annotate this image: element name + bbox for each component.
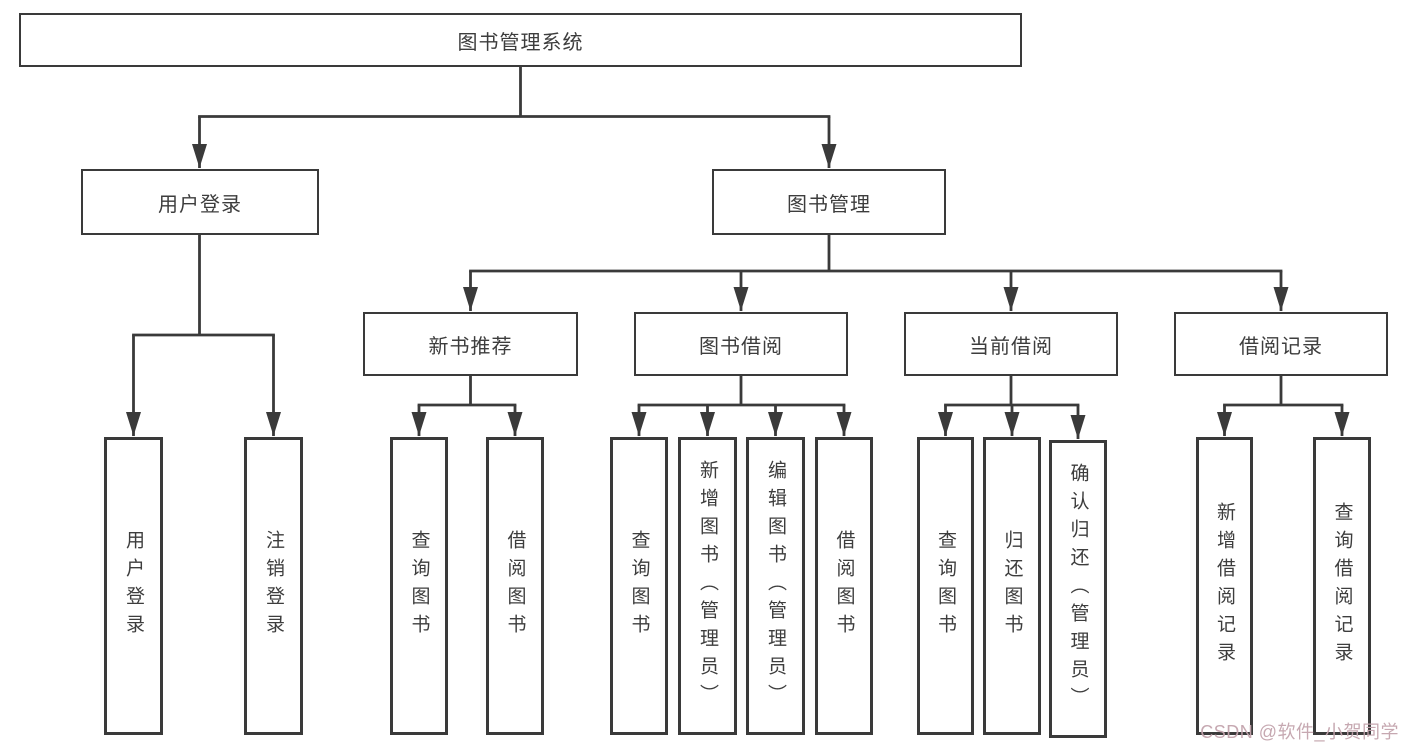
leaf-logout: 注销登录 (244, 437, 303, 735)
node-label: 用户登录 (123, 530, 144, 642)
connector-user-login-split (126, 235, 281, 436)
node-label: 图书管理系统 (457, 31, 584, 54)
leaf-query-borrow-record: 查询借阅记录 (1313, 437, 1371, 735)
node-label: 归还图书 (1001, 530, 1023, 642)
watermark: CSDN @软件_小贺同学 (1200, 722, 1399, 742)
node-label: 图书管理 (787, 193, 871, 216)
node-label: 用户登录 (158, 193, 242, 216)
leaf-add-books-admin: 新增图书（管理员） (678, 437, 737, 735)
leaf-add-borrow-record: 新增借阅记录 (1196, 437, 1253, 735)
node-user-login: 用户登录 (81, 169, 319, 235)
leaf-borrow-books-1: 借阅图书 (486, 437, 544, 735)
node-label: 查询图书 (935, 530, 956, 642)
leaf-return-books: 归还图书 (983, 437, 1041, 735)
node-label: 借阅记录 (1239, 335, 1323, 358)
node-label: 查询图书 (408, 530, 430, 642)
node-library-system: 图书管理系统 (19, 13, 1022, 67)
node-label: 查询图书 (628, 530, 650, 642)
connector-new-book-split (411, 376, 523, 436)
node-borrowing-records: 借阅记录 (1174, 312, 1388, 376)
node-label: 查询借阅记录 (1331, 502, 1353, 670)
leaf-borrow-books-2: 借阅图书 (815, 437, 873, 735)
node-label: 当前借阅 (969, 335, 1053, 358)
node-book-borrowing: 图书借阅 (634, 312, 848, 376)
node-book-management: 图书管理 (712, 169, 946, 235)
node-label: 注销登录 (263, 530, 284, 642)
leaf-user-login: 用户登录 (104, 437, 163, 735)
node-label: 编辑图书（管理员） (765, 460, 786, 712)
leaf-query-books-2: 查询图书 (610, 437, 668, 735)
node-label: 新增图书（管理员） (697, 460, 718, 712)
leaf-query-books-3: 查询图书 (917, 437, 974, 735)
connector-borrow-records-split (1217, 376, 1350, 436)
connector-current-borrow-split (938, 376, 1086, 439)
node-current-borrowing: 当前借阅 (904, 312, 1118, 376)
node-label: 图书借阅 (699, 335, 783, 358)
leaf-query-books-1: 查询图书 (390, 437, 448, 735)
node-label: 借阅图书 (833, 530, 855, 642)
leaf-confirm-return-admin: 确认归还（管理员） (1049, 440, 1107, 738)
connector-root-split (192, 67, 837, 168)
node-label: 确认归还（管理员） (1067, 463, 1089, 715)
connector-book-borrow-split (631, 376, 852, 436)
node-new-book-recommend: 新书推荐 (363, 312, 578, 376)
node-label: 新书推荐 (428, 335, 513, 358)
node-label: 新增借阅记录 (1214, 502, 1235, 670)
leaf-edit-books-admin: 编辑图书（管理员） (746, 437, 805, 735)
node-label: 借阅图书 (504, 530, 526, 642)
connector-book-mgmt-split (463, 235, 1289, 311)
